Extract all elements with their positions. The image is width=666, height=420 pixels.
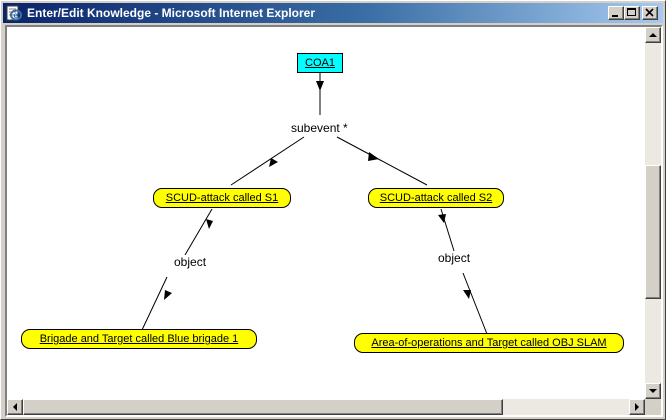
scrollbar-corner (645, 399, 661, 415)
graph-edges (141, 72, 488, 335)
arrow-s2-top (368, 152, 379, 161)
scroll-down-button[interactable] (645, 383, 661, 399)
minimize-icon (612, 15, 618, 17)
arrow-s2-object (438, 214, 446, 223)
node-scud-attack-s2[interactable]: SCUD-attack called S2 (368, 188, 504, 208)
arrow-target2 (463, 290, 471, 299)
title-bar[interactable]: e Enter/Edit Knowledge - Microsoft Inter… (3, 3, 663, 23)
edge-object-target1 (141, 276, 168, 331)
arrow-down-icon (649, 389, 657, 393)
edge-label-subevent: subevent * (290, 121, 349, 135)
node-coa1[interactable]: COA1 (297, 53, 343, 73)
minimize-button[interactable] (608, 6, 624, 20)
edge-object-target2 (462, 272, 488, 335)
edge-s1-object (184, 208, 213, 256)
edge-label-object-s2: object (437, 251, 472, 265)
node-obj-slam[interactable]: Area-of-operations and Target called OBJ… (354, 333, 624, 353)
horizontal-scrollbar[interactable] (7, 399, 645, 415)
edge-label-object-s1: object (173, 255, 208, 269)
maximize-button[interactable] (624, 6, 640, 20)
graph-canvas: COA1 subevent * SCUD-attack called S1 SC… (7, 27, 645, 399)
arrow-s1-object (206, 219, 213, 229)
edge-subevent-s1 (230, 136, 305, 186)
node-blue-brigade-1[interactable]: Brigade and Target called Blue brigade 1 (21, 329, 257, 349)
window-title: Enter/Edit Knowledge - Microsoft Interne… (27, 6, 316, 20)
edge-subevent-s2 (336, 136, 428, 186)
close-icon (645, 8, 654, 17)
node-scud-attack-s1[interactable]: SCUD-attack called S1 (153, 188, 291, 208)
maximize-icon (627, 8, 636, 16)
arrow-s1-top (269, 158, 278, 167)
scroll-up-button[interactable] (645, 27, 661, 43)
arrow-target1 (164, 290, 172, 300)
arrow-root (316, 81, 324, 91)
svg-text:e: e (14, 11, 19, 20)
vertical-scrollbar[interactable] (645, 27, 661, 399)
vertical-scroll-thumb[interactable] (645, 165, 661, 299)
horizontal-scroll-thumb[interactable] (23, 399, 503, 415)
scroll-right-button[interactable] (629, 399, 645, 415)
arrow-left-icon (13, 403, 17, 411)
arrow-up-icon (649, 33, 657, 37)
content-area: COA1 subevent * SCUD-attack called S1 SC… (5, 25, 663, 417)
arrow-right-icon (635, 403, 639, 411)
scroll-left-button[interactable] (7, 399, 23, 415)
close-button[interactable] (642, 6, 658, 20)
ie-document-icon: e (6, 5, 22, 21)
